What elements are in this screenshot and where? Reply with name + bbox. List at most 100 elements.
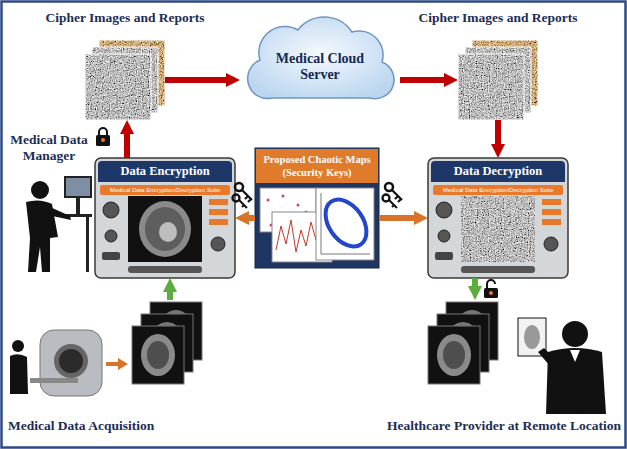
decryption-console [428,158,568,278]
doctor-figure [570,350,580,362]
stage-group: Healthcare Provider at Remote Location [365,300,621,440]
mri-scanner [40,330,102,396]
flow-arrow [495,120,501,150]
mri-scanner [10,330,128,396]
stage-group: Medical Data Acquisition [8,300,208,440]
data-manager-figure [76,198,80,214]
decryption-console [438,230,450,242]
encryption-console [209,219,228,225]
encryption-console [145,207,185,251]
cipher-image-stack [85,54,151,120]
lock-icon [99,128,107,136]
image-heading: Cipher Images and Reports [418,10,577,26]
mri-image-stack [147,341,169,369]
data-manager-figure [26,176,92,272]
chaotic-map-plots [282,195,285,198]
open-lock-icon [487,280,495,289]
cloud-shape [248,17,394,99]
flow-arrow [165,77,232,83]
data-manager-figure [86,217,89,272]
chaotic-map-plots [321,193,322,254]
mri-image-stack [428,326,480,384]
stage-caption: Healthcare Provider at Remote Location [365,418,621,434]
encryption-console [139,201,191,257]
crypto-panel: Data EncryptionMedical Data Encryption/D… [95,158,235,278]
mri-scanner [106,362,119,366]
decryption-console [461,196,535,262]
flow-arrow [167,286,173,300]
cipher-image-stack: Cipher Images and Reports [85,40,165,120]
open-lock-icon [484,280,498,298]
key-icon [233,195,240,202]
crypto-panel: Data DecryptionMedical Data Encryption/D… [428,158,568,278]
chaotic-map-plots [316,188,374,260]
encryption-console [128,266,202,273]
data-manager-figure [64,176,92,198]
encryption-console [105,230,117,242]
decryption-console [428,158,568,278]
key-icon [385,183,393,191]
keys-heading: Proposed Chaotic Maps (Security Keys) [255,148,379,184]
stage-caption: Medical Data Acquisition [8,418,208,434]
cloud-label: Medical Cloud Server [268,51,372,83]
encryption-console [95,158,235,278]
mri-scanner [10,354,28,394]
panel-title: Data Decryption [431,161,565,182]
decryption-console [544,237,558,251]
chaotic-map-plots [267,199,270,202]
data-manager-figure [31,181,49,199]
mri-scanner [30,378,78,383]
key-icon [389,200,397,208]
doctor-figure [524,325,540,349]
data-manager-figure [66,178,90,196]
decryption-console [461,266,535,273]
key-icon [383,195,390,202]
encryption-console [102,252,120,260]
chaotic-map-plots [321,254,370,255]
doctor-figure [538,348,556,366]
flow-arrow [124,128,130,158]
lock-icon [101,138,105,142]
cipher-image-stack [458,54,524,120]
mri-scanner [12,340,24,352]
doctor-figure [546,348,606,414]
mri-image-stack [428,302,498,384]
encryption-console [95,158,235,278]
mri-image-stack [437,334,471,376]
mri-scanner [118,358,128,370]
encryption-console [211,237,225,251]
key-icon [383,183,403,208]
mri-image-stack [132,326,184,384]
key-icon [233,183,253,208]
chaotic-map-box: Proposed Chaotic Maps (Security Keys) [255,148,379,268]
image-heading: Cipher Images and Reports [45,10,204,26]
decryption-console [542,209,561,215]
key-icon [242,190,252,202]
flow-arrow [379,215,420,221]
key-icon [235,183,243,191]
decryption-console [542,199,561,205]
cipher-image-stack [85,54,151,120]
panel-title: Data Encryption [98,161,232,182]
key-icon [392,190,402,202]
chaotic-map-plots [255,148,379,268]
cipher-image-stack: Cipher Images and Reports [458,40,538,120]
encryption-console [128,196,202,262]
role-label: Medical Data Manager [4,132,94,164]
chaotic-map-plots [317,192,375,254]
suite-banner: Medical Data Encryption/Decryption Suite [433,185,563,195]
flow-arrow [243,215,255,221]
doctor-figure [562,321,588,347]
open-lock-icon [489,291,493,295]
flow-arrow [472,278,478,292]
flow-arrow [400,77,450,83]
key-icon [239,200,247,208]
mri-image-stack [443,341,465,369]
lock-icon [96,128,110,146]
open-lock-icon [484,288,498,298]
decryption-console [436,202,452,218]
cloud-server: Medical Cloud Server [240,8,400,108]
